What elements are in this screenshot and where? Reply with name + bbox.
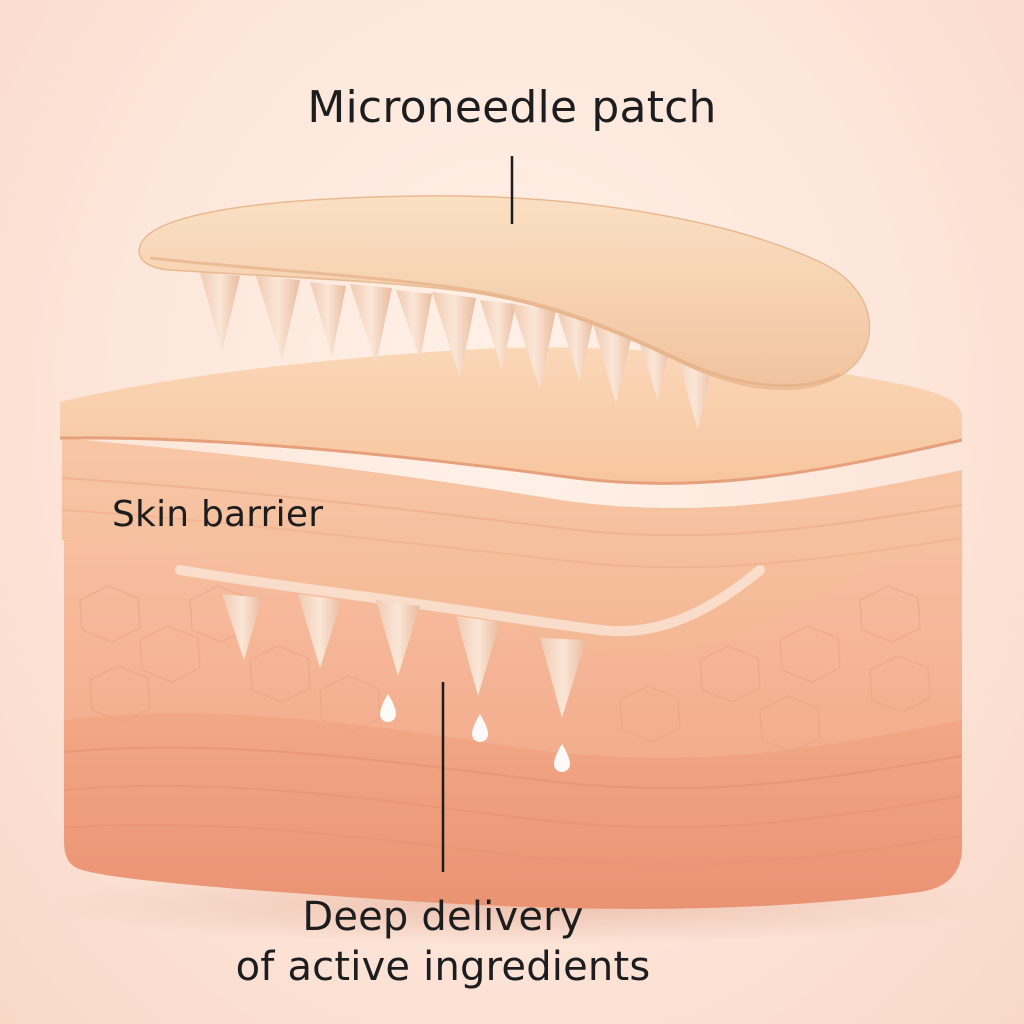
- microneedle-patch-label: Microneedle patch: [0, 82, 1024, 133]
- deep-delivery-label: Deep delivery of active ingredients: [0, 892, 886, 992]
- deep-delivery-label-line-2: of active ingredients: [0, 942, 886, 992]
- skin-barrier-label: Skin barrier: [112, 494, 323, 535]
- deep-delivery-label-line-1: Deep delivery: [0, 892, 886, 942]
